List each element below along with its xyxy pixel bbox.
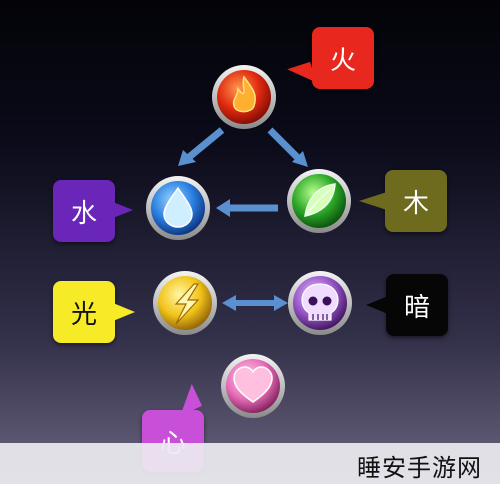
water-label-pointer <box>113 202 133 218</box>
wood-label-pointer <box>359 192 387 210</box>
arrow-fire-to-water-head <box>178 150 196 166</box>
dark-orb <box>288 271 352 335</box>
arrow-fire-to-wood-head <box>292 151 308 167</box>
arrow-fire-to-water <box>185 127 225 161</box>
fire-orb <box>212 65 276 129</box>
arrows <box>178 127 308 311</box>
watermark-text: 睡安手游网 <box>357 454 482 482</box>
flame-icon <box>232 75 256 113</box>
fire-label: 火 <box>287 27 374 91</box>
light-label: 光 <box>53 281 135 343</box>
water-label-text: 水 <box>70 198 97 229</box>
water-label: 水 <box>53 180 133 242</box>
arrow-fire-to-wood <box>267 127 301 161</box>
watermark-bar <box>0 443 500 484</box>
wood-label-text: 木 <box>402 188 429 219</box>
skull-icon <box>301 283 339 321</box>
wood-orb <box>287 169 351 233</box>
heart-orb <box>221 354 285 418</box>
dark-label-pointer <box>366 296 388 314</box>
light-label-pointer <box>113 303 135 321</box>
leaf-icon <box>304 183 336 217</box>
lightning-icon <box>174 283 200 325</box>
water-drop-icon <box>163 186 193 228</box>
light-label-text: 光 <box>70 299 97 330</box>
arrow-wood-to-water-head <box>216 199 230 217</box>
fire-label-text: 火 <box>329 45 356 76</box>
heart-icon <box>233 366 273 403</box>
water-orb <box>146 176 210 240</box>
wood-label: 木 <box>359 170 447 232</box>
dark-label-text: 暗 <box>403 292 430 323</box>
dark-label: 暗 <box>366 274 448 336</box>
light-orb <box>153 271 217 335</box>
arrow-light-dark-head-right <box>274 295 288 311</box>
arrow-light-dark-head-left <box>222 295 236 311</box>
